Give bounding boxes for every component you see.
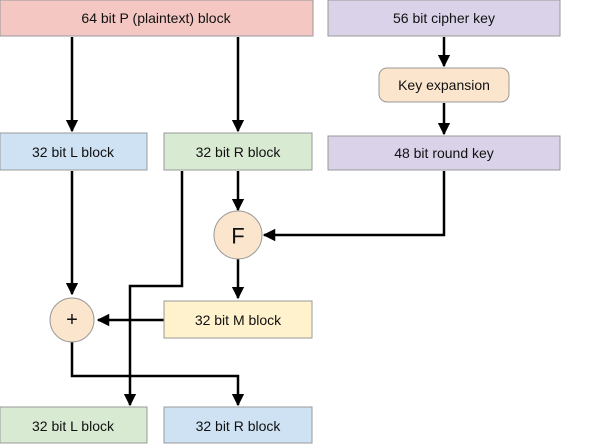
f-function-node: F xyxy=(213,210,263,260)
l-block-top: 32 bit L block xyxy=(0,132,148,171)
round-key-rect xyxy=(327,135,561,171)
r-block-bottom-rect xyxy=(163,406,313,444)
key-expansion-label: Key expansion xyxy=(398,77,490,93)
l-block-top-label: 32 bit L block xyxy=(32,144,115,160)
edge-roundkey-to-f xyxy=(262,171,446,242)
edge-r-to-bottom-l xyxy=(123,171,184,407)
f-function-label: F xyxy=(231,224,244,249)
r-block-bottom-label: 32 bit R block xyxy=(196,418,282,434)
plaintext-block: 64 bit P (plaintext) block xyxy=(0,0,314,37)
key-expansion-rect xyxy=(378,67,510,103)
r-block-top-rect xyxy=(163,132,313,171)
xor-node: + xyxy=(49,297,95,343)
l-block-bottom: 32 bit L block xyxy=(0,406,148,444)
l-block-top-rect xyxy=(0,132,148,171)
plaintext-block-label: 64 bit P (plaintext) block xyxy=(81,10,231,26)
cipher-key-rect xyxy=(327,0,561,37)
r-block-top: 32 bit R block xyxy=(163,132,313,171)
xor-circle xyxy=(49,297,95,343)
r-block-bottom: 32 bit R block xyxy=(163,406,313,444)
l-block-bottom-rect xyxy=(0,406,148,444)
key-expansion-block: Key expansion xyxy=(378,67,510,103)
m-block-rect xyxy=(163,300,313,339)
edges xyxy=(65,37,451,407)
l-block-bottom-label: 32 bit L block xyxy=(32,418,115,434)
m-block: 32 bit M block xyxy=(163,300,313,339)
r-block-top-label: 32 bit R block xyxy=(196,144,282,160)
edge-xor-to-bottom-r xyxy=(70,342,245,407)
round-key-label: 48 bit round key xyxy=(394,145,494,161)
f-function-circle xyxy=(213,210,263,260)
round-key-block: 48 bit round key xyxy=(327,135,561,171)
cipher-key-block: 56 bit cipher key xyxy=(327,0,561,37)
xor-label: + xyxy=(66,309,78,331)
cipher-key-label: 56 bit cipher key xyxy=(393,10,495,26)
plaintext-block-rect xyxy=(0,0,314,37)
m-block-label: 32 bit M block xyxy=(195,312,282,328)
